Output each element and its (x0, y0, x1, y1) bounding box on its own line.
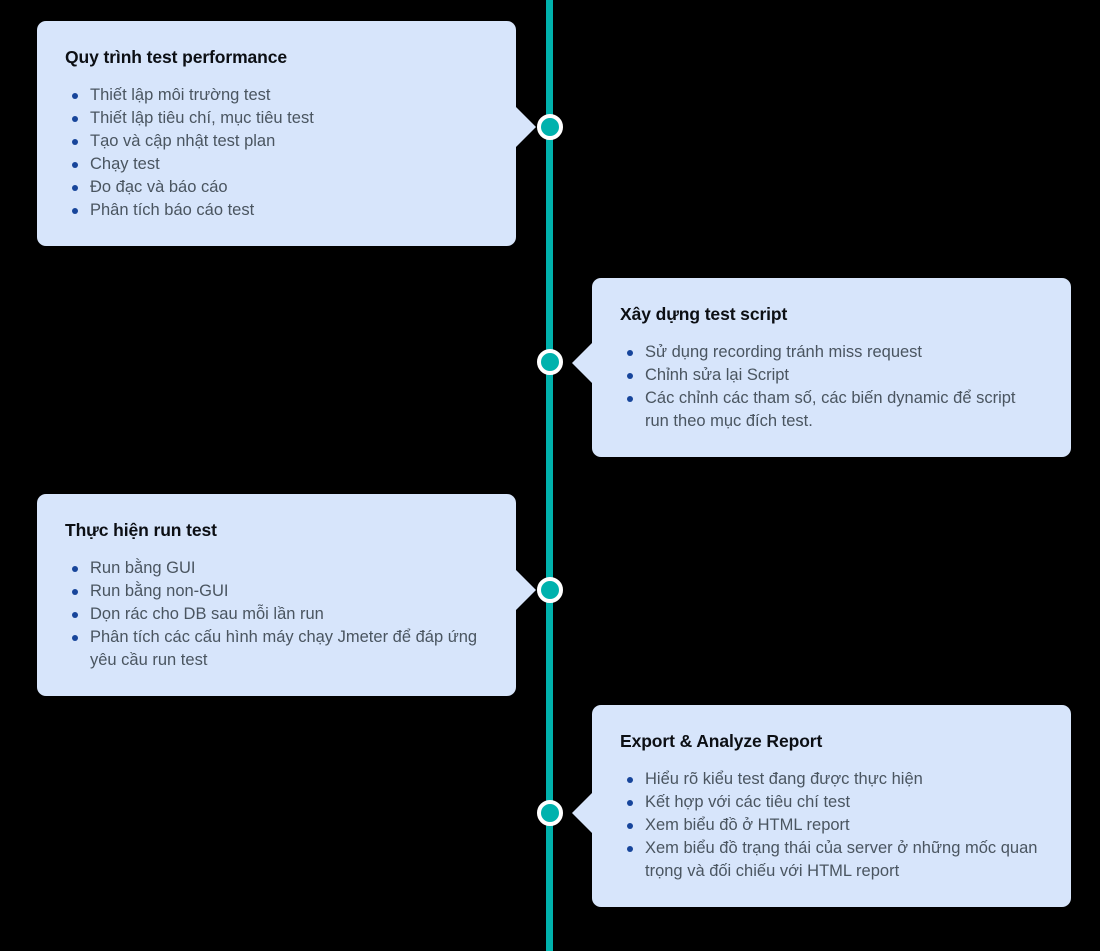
list-item: Phân tích các cấu hình máy chạy Jmeter đ… (65, 626, 486, 672)
card-3-list: Run bằng GUI Run bằng non-GUI Dọn rác ch… (65, 557, 486, 672)
timeline-card-3[interactable]: Thực hiện run test Run bằng GUI Run bằng… (37, 494, 536, 696)
card-2-title: Xây dựng test script (620, 304, 788, 324)
list-item: Chạy test (65, 153, 486, 176)
list-item: Tạo và cập nhật test plan (65, 130, 486, 153)
list-item: Dọn rác cho DB sau mỗi lần run (65, 603, 486, 626)
card-2-list: Sử dụng recording tránh miss request Chỉ… (620, 341, 1041, 433)
timeline-node-3[interactable] (537, 577, 563, 603)
list-item: Xem biểu đồ ở HTML report (620, 814, 1041, 837)
card-2-pointer-icon (572, 342, 593, 384)
list-item: Sử dụng recording tránh miss request (620, 341, 1041, 364)
timeline-card-2[interactable]: Xây dựng test script Sử dụng recording t… (572, 278, 1071, 457)
card-4-pointer-icon (572, 792, 593, 834)
list-item: Phân tích báo cáo test (65, 199, 486, 222)
list-item: Các chỉnh các tham số, các biến dynamic … (620, 387, 1041, 433)
list-item: Đo đạc và báo cáo (65, 176, 486, 199)
list-item: Hiểu rõ kiểu test đang được thực hiện (620, 768, 1041, 791)
timeline-card-1[interactable]: Quy trình test performance Thiết lập môi… (37, 21, 536, 246)
card-4-title: Export & Analyze Report (620, 731, 823, 751)
list-item: Xem biểu đồ trạng thái của server ở nhữn… (620, 837, 1041, 883)
timeline-card-4[interactable]: Export & Analyze Report Hiểu rõ kiểu tes… (572, 705, 1071, 907)
timeline-spine (546, 0, 553, 951)
timeline-node-4[interactable] (537, 800, 563, 826)
card-4-list: Hiểu rõ kiểu test đang được thực hiện Kế… (620, 768, 1041, 883)
list-item: Run bằng non-GUI (65, 580, 486, 603)
card-1-list: Thiết lập môi trường test Thiết lập tiêu… (65, 84, 486, 222)
list-item: Thiết lập tiêu chí, mục tiêu test (65, 107, 486, 130)
list-item: Thiết lập môi trường test (65, 84, 486, 107)
timeline-node-2[interactable] (537, 349, 563, 375)
card-1-pointer-icon (515, 106, 536, 148)
list-item: Kết hợp với các tiêu chí test (620, 791, 1041, 814)
card-3-pointer-icon (515, 569, 536, 611)
list-item: Chỉnh sửa lại Script (620, 364, 1041, 387)
timeline-node-1[interactable] (537, 114, 563, 140)
list-item: Run bằng GUI (65, 557, 486, 580)
card-3-title: Thực hiện run test (65, 520, 217, 540)
card-1-title: Quy trình test performance (65, 47, 288, 67)
